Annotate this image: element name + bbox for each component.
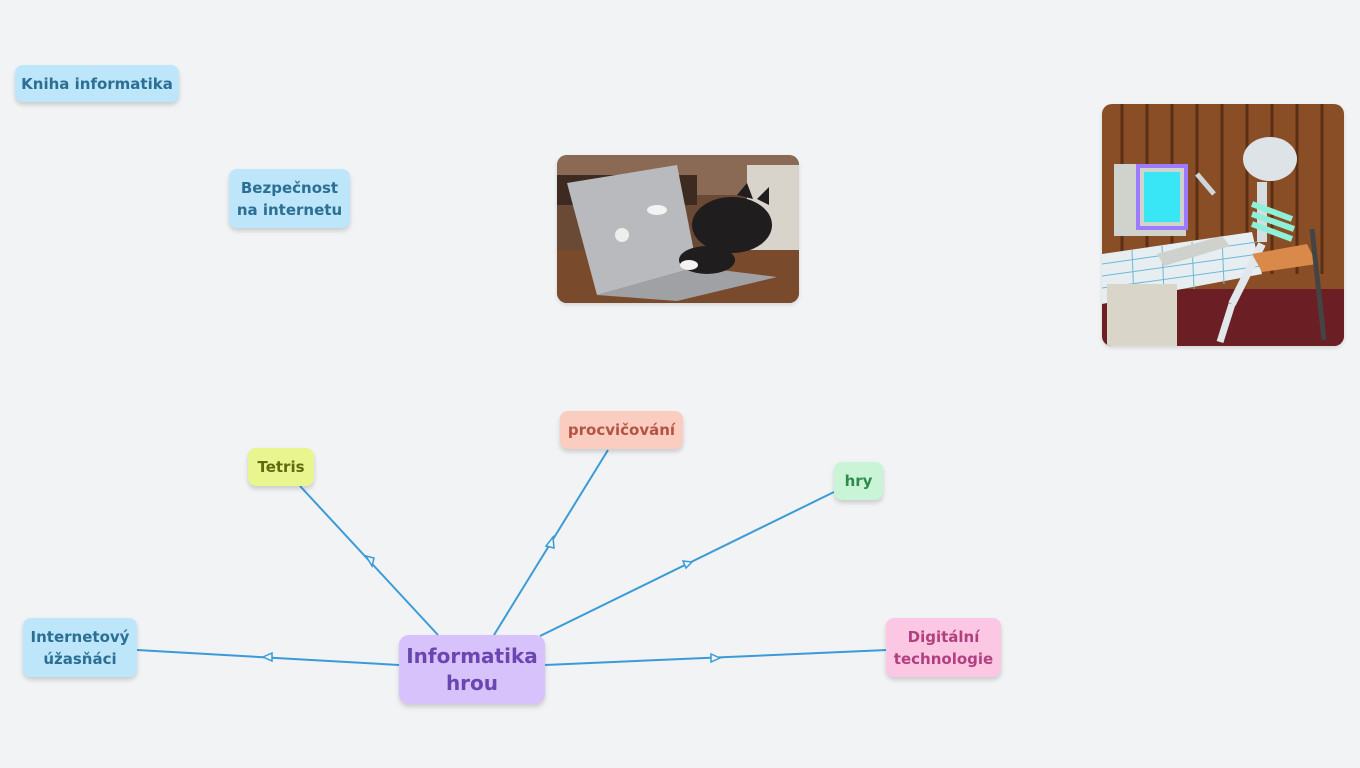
node-tetris[interactable]: Tetris: [248, 448, 314, 486]
central-topic-informatika-hrou[interactable]: Informatika hrou: [399, 635, 545, 704]
node-internetovy-uzasnaci[interactable]: Internetový úžasňáci: [23, 618, 137, 677]
node-procvicovani[interactable]: procvičování: [560, 411, 683, 449]
arrow-digitalni-icon: [710, 652, 722, 664]
arrow-procvicovani-icon: [544, 535, 555, 549]
node-kniha-informatika[interactable]: Kniha informatika: [15, 65, 179, 102]
node-internetovy-label: Internetový úžasňáci: [30, 627, 130, 668]
node-procvicovani-label: procvičování: [567, 421, 676, 439]
node-hry-label: hry: [844, 472, 873, 490]
node-kniha-informatika-label: Kniha informatika: [21, 74, 173, 93]
cat-laptop-image[interactable]: [557, 155, 799, 303]
node-tetris-label: Tetris: [257, 458, 305, 476]
central-topic-label: Informatika hrou: [406, 643, 538, 695]
skeleton-computer-image[interactable]: [1102, 104, 1344, 346]
node-digitalni-label: Digitální technologie: [893, 627, 994, 668]
node-hry[interactable]: hry: [834, 462, 883, 500]
node-bezpecnost-na-internetu[interactable]: Bezpečnost na internetu: [229, 169, 350, 228]
node-digitalni-technologie[interactable]: Digitální technologie: [886, 618, 1001, 677]
arrow-tetris-icon: [364, 554, 375, 568]
node-bezpecnost-label: Bezpečnost na internetu: [236, 178, 343, 219]
arrow-hry-icon: [681, 560, 694, 570]
arrow-internetovy-icon: [261, 651, 273, 663]
